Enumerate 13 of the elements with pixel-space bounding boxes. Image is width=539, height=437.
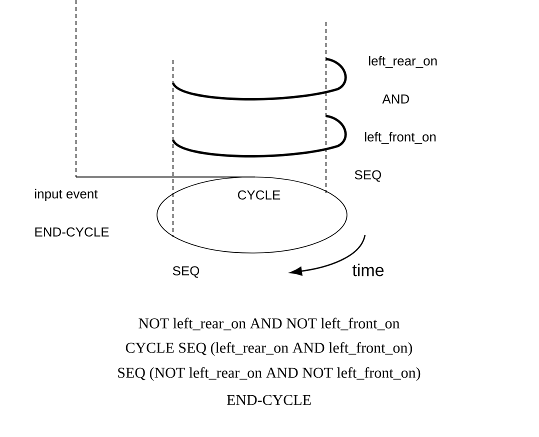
signal-label: left_rear_on [369,56,437,68]
signal-label: left_front_on [365,132,436,144]
expression-text: CYCLE SEQ (left_rear_on AND left_front_on) [126,342,412,356]
time-label: time [352,264,384,276]
operator-label: SEQ [172,266,200,278]
expression-text: NOT left_rear_on AND NOT left_front_on [138,318,400,330]
operator-label: AND [382,94,410,104]
operator-label: END-CYCLE [35,227,109,237]
expression-text: SEQ (NOT left_rear_on AND NOT left_front_on) [118,367,420,381]
operator-label: SEQ [354,170,382,182]
expression-text: END-CYCLE [226,394,311,406]
operator-label: CYCLE [238,190,280,200]
event-label: input event [35,188,98,202]
